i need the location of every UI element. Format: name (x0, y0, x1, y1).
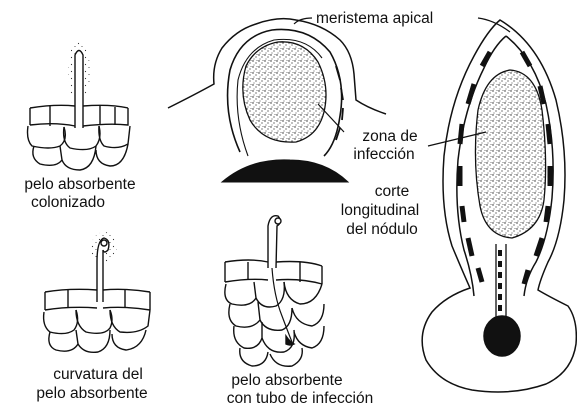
label-del-nodulo: del nódulo (346, 221, 418, 238)
label-infeccion: infección (353, 146, 414, 163)
label-pelo-absorbente-tubo: pelo absorbente (231, 372, 342, 389)
root-hair-colonized (28, 40, 131, 170)
label-con-tubo-de-infeccion: con tubo de infección (227, 390, 374, 407)
root-hair-curved (44, 232, 150, 352)
label-curvatura-del: curvatura del (53, 366, 143, 383)
root-hair-infection-thread (225, 216, 324, 367)
nodule-longitudinal-section (422, 20, 576, 392)
label-meristema-apical: meristema apical (316, 10, 433, 27)
label-pelo-absorbente-colonizado: pelo absorbente (24, 176, 135, 193)
label-zona-de: zona de (362, 128, 417, 145)
label-corte: corte (375, 183, 409, 200)
label-pelo-absorbente-curvatura: pelo absorbente (36, 385, 147, 402)
label-colonizado: colonizado (31, 194, 105, 211)
label-longitudinal: longitudinal (341, 202, 419, 219)
